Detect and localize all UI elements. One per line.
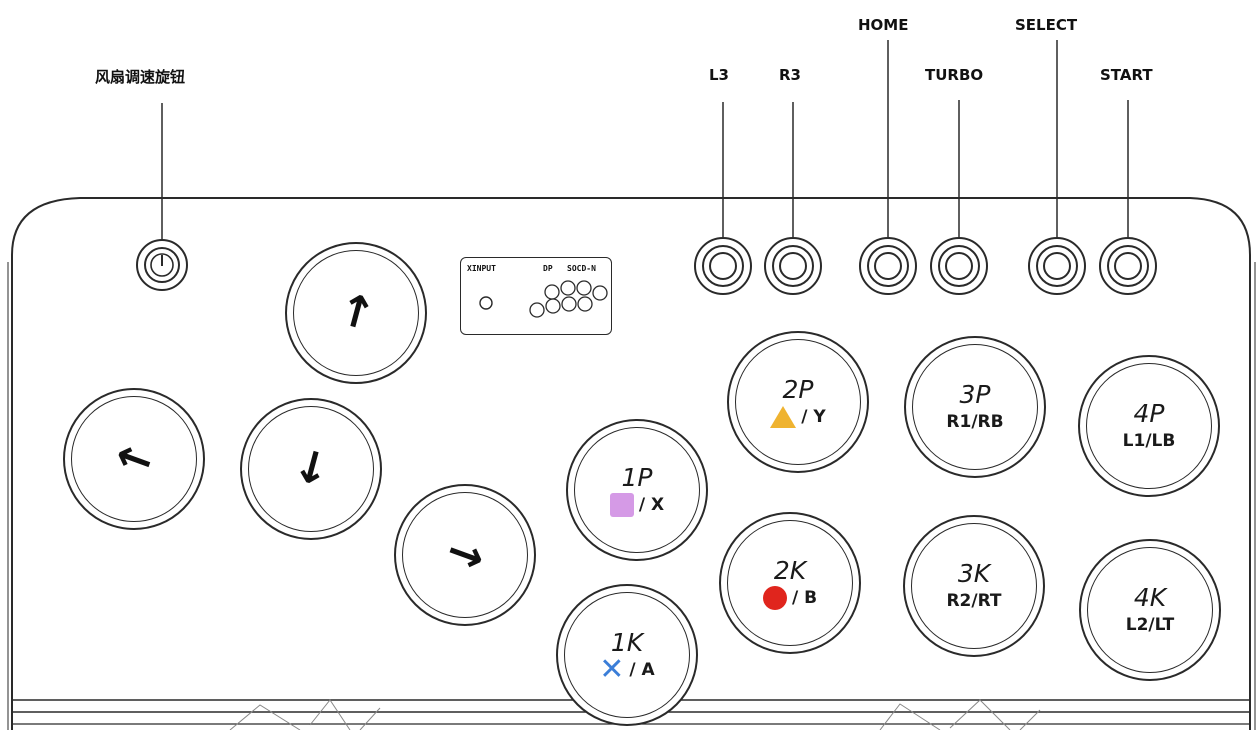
- button-2p-map: / Y: [801, 407, 826, 427]
- button-3p[interactable]: 3P R1/RB: [904, 336, 1046, 478]
- start-label: START: [1100, 66, 1153, 84]
- button-1k[interactable]: 1K ✕/ A: [556, 584, 698, 726]
- home-label: HOME: [858, 16, 909, 34]
- turbo-label: TURBO: [925, 66, 984, 84]
- up-arrow-icon: ↑: [331, 283, 381, 342]
- button-4k[interactable]: 4K L2/LT: [1079, 539, 1221, 681]
- socd-label: SOCD-N: [567, 264, 596, 273]
- button-4p[interactable]: 4P L1/LB: [1078, 355, 1220, 497]
- fan-knob-label: 风扇调速旋钮: [95, 68, 186, 86]
- square-icon: [609, 493, 634, 517]
- button-4p-map: L1/LB: [1122, 431, 1176, 451]
- button-2k-map: / B: [791, 588, 818, 608]
- l3-button[interactable]: [694, 237, 752, 295]
- button-3k-code: 3K: [957, 559, 991, 588]
- left-arrow-icon: ←: [108, 428, 161, 489]
- down-button[interactable]: ↓: [240, 398, 382, 540]
- button-1p-code: 1P: [621, 463, 653, 492]
- button-4k-code: 4K: [1133, 583, 1167, 612]
- turbo-button[interactable]: [930, 237, 988, 295]
- button-3k[interactable]: 3K R2/RT: [903, 515, 1045, 657]
- button-4p-code: 4P: [1133, 399, 1165, 428]
- mode-led-icons: [479, 280, 608, 318]
- mode-indicator-panel: XINPUT DP SOCD-N: [460, 257, 612, 335]
- select-label: SELECT: [1015, 16, 1078, 34]
- up-button[interactable]: ↑: [285, 242, 427, 384]
- button-3p-code: 3P: [959, 380, 991, 409]
- left-button[interactable]: ←: [63, 388, 205, 530]
- circle-icon: [762, 586, 787, 610]
- button-1k-map: / A: [629, 660, 655, 680]
- button-1p[interactable]: 1P / X: [566, 419, 708, 561]
- fan-speed-knob[interactable]: [136, 239, 188, 291]
- button-4k-map: L2/LT: [1125, 615, 1175, 635]
- l3-label: L3: [709, 66, 729, 84]
- button-2k-code: 2K: [773, 556, 807, 585]
- right-button[interactable]: →: [394, 484, 536, 626]
- triangle-icon: [770, 406, 797, 428]
- home-button[interactable]: [859, 237, 917, 295]
- right-arrow-icon: →: [439, 524, 492, 585]
- power-icon: [150, 253, 174, 277]
- dp-label: DP: [543, 264, 553, 273]
- button-1p-map: / X: [638, 495, 665, 515]
- xinput-label: XINPUT: [467, 264, 496, 273]
- button-2p-code: 2P: [782, 375, 814, 404]
- button-3k-map: R2/RT: [946, 591, 1002, 611]
- cross-icon: ✕: [599, 652, 625, 687]
- start-button[interactable]: [1099, 237, 1157, 295]
- button-2k[interactable]: 2K / B: [719, 512, 861, 654]
- button-2p[interactable]: 2P / Y: [727, 331, 869, 473]
- down-arrow-icon: ↓: [286, 439, 336, 498]
- button-1k-code: 1K: [610, 628, 644, 657]
- select-button[interactable]: [1028, 237, 1086, 295]
- r3-label: R3: [779, 66, 801, 84]
- r3-button[interactable]: [764, 237, 822, 295]
- button-3p-map: R1/RB: [946, 412, 1004, 432]
